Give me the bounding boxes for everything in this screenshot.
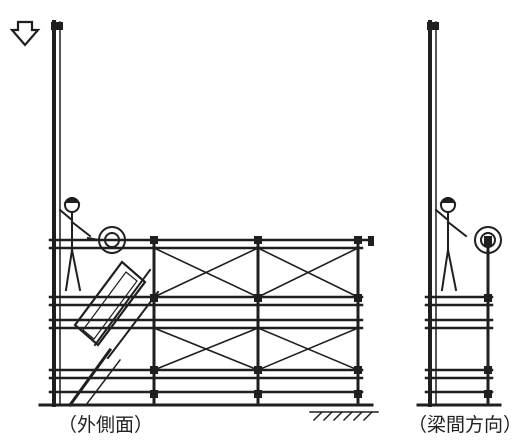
left-verticals [152, 238, 360, 407]
right-joint-marks [484, 236, 492, 398]
worker-figure-icon [58, 197, 92, 292]
right-mast-pole [427, 20, 439, 407]
outer-face-caption: （外側面） [58, 414, 154, 436]
right-ledgers [424, 295, 494, 394]
outer-face-view [9, 20, 379, 422]
beam-direction-view [416, 20, 502, 407]
left-ledgers [48, 238, 374, 394]
lifeline-reel-icon [86, 226, 126, 254]
worker-figure-icon [434, 197, 468, 292]
left-cross-braces [152, 246, 360, 372]
beam-direction-caption: （梁間方向） [408, 414, 523, 436]
lifeline-reel-icon [474, 226, 502, 254]
ground-hatch-icon [309, 410, 379, 422]
inclined-frame [67, 260, 160, 408]
down-arrow-icon [9, 20, 41, 47]
left-joint-marks [150, 236, 374, 398]
left-mast-pole [51, 20, 63, 407]
